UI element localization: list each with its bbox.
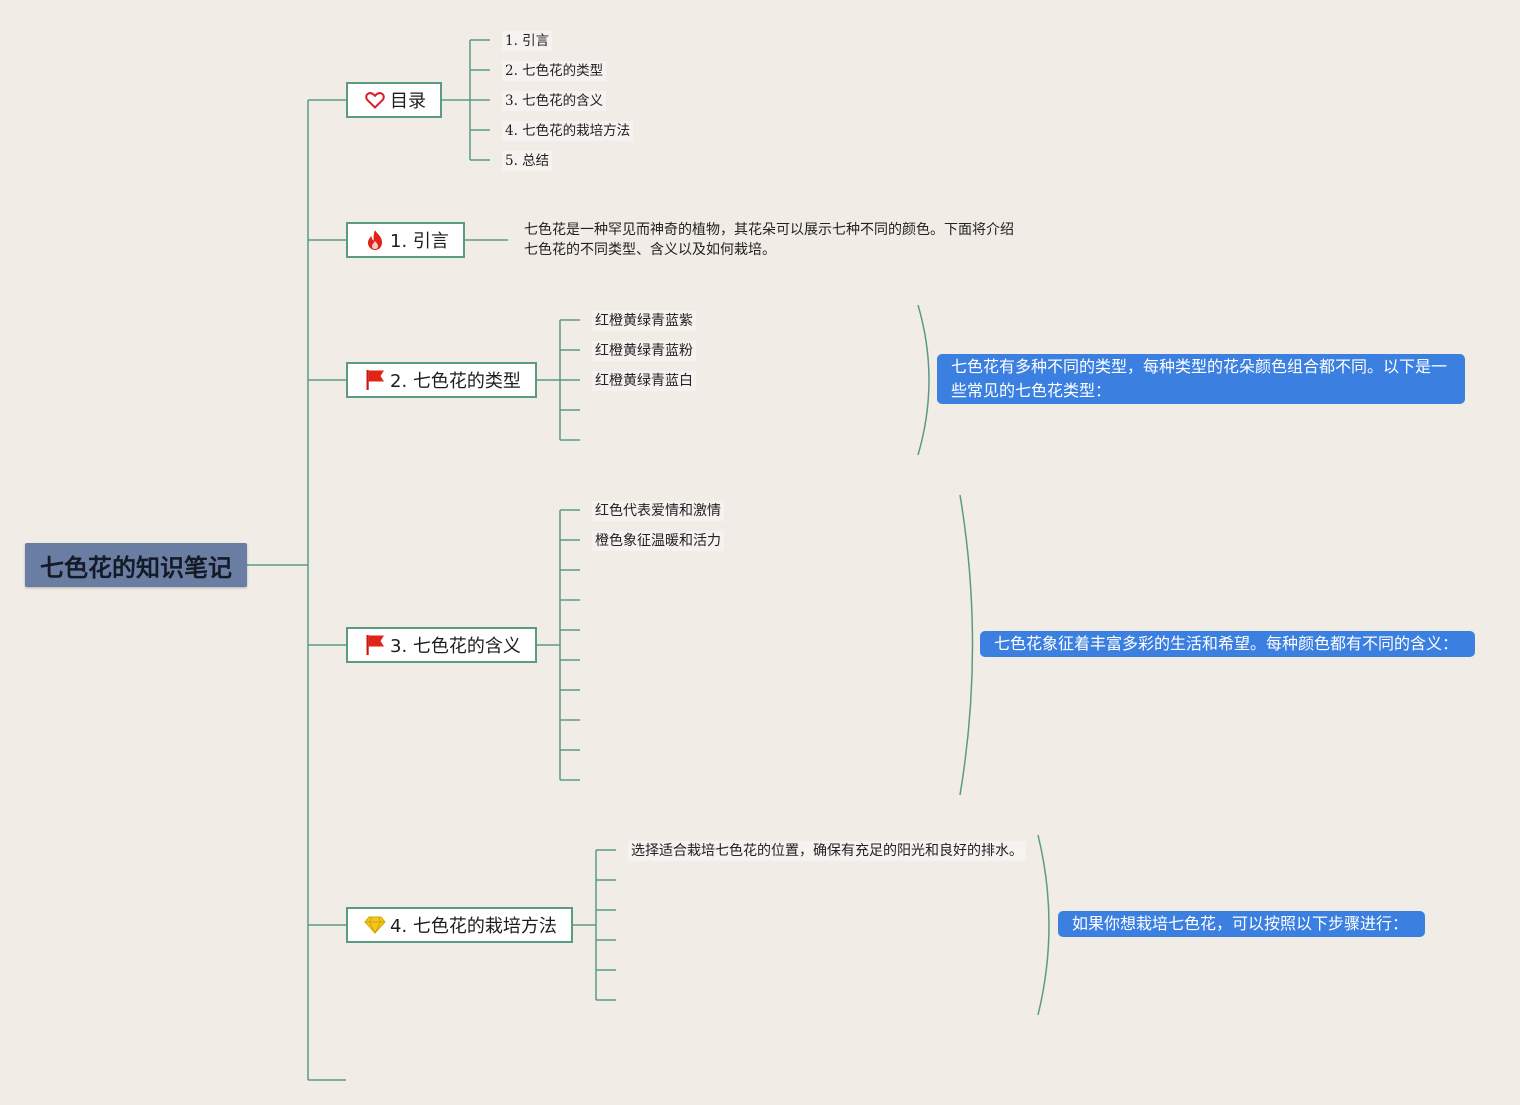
type-item[interactable]: 红橙黄绿青蓝紫 [592,311,696,331]
diamond-icon [364,914,386,936]
topic-types[interactable]: 2. 七色花的类型 [346,362,537,398]
topic-meaning[interactable]: 3. 七色花的含义 [346,627,537,663]
topic-cultivation[interactable]: 4. 七色花的栽培方法 [346,907,573,943]
topic-label: 目录 [390,91,426,112]
topic-label: 1. 引言 [390,231,449,252]
callout-line: 七色花象征着丰富多彩的生活和希望。每种颜色都有不同的含义： [994,634,1459,653]
type-item[interactable]: 红橙黄绿青蓝白 [592,371,696,391]
root-topic-label: 七色花的知识笔记 [40,553,232,582]
cultivation-item[interactable]: 选择适合栽培七色花的位置，确保有充足的阳光和良好的排水。 [628,841,1026,861]
callout-line: 七色花有多种不同的类型，每种类型的花朵颜色组合都不同。以下是一 [951,357,1448,376]
callout-line: 如果你想栽培七色花，可以按照以下步骤进行： [1072,914,1409,933]
intro-text-line: 七色花是一种罕见而神奇的植物，其花朵可以展示七种不同的颜色。下面将介绍 [524,222,1014,238]
cultivation-summary-callout[interactable]: 如果你想栽培七色花，可以按照以下步骤进行： [1058,911,1425,937]
topic-label: 4. 七色花的栽培方法 [390,916,557,937]
intro-text-line: 七色花的不同类型、含义以及如何栽培。 [524,242,776,258]
red-flag-icon [364,369,386,391]
meaning-item[interactable]: 红色代表爱情和激情 [592,501,724,521]
root-topic[interactable]: 七色花的知识笔记 [25,543,247,587]
toc-item[interactable]: 2. 七色花的类型 [502,61,607,81]
heart-outline-icon [364,89,386,111]
red-flag-icon [364,634,386,656]
topic-intro[interactable]: 1. 引言 [346,222,465,258]
fire-icon [364,229,386,251]
types-summary-callout[interactable]: 七色花有多种不同的类型，每种类型的花朵颜色组合都不同。以下是一 些常见的七色花类… [937,354,1465,404]
meaning-item[interactable]: 橙色象征温暖和活力 [592,531,724,551]
type-item[interactable]: 红橙黄绿青蓝粉 [592,341,696,361]
toc-item[interactable]: 1. 引言 [502,31,553,51]
topic-label: 3. 七色花的含义 [390,636,521,657]
intro-text[interactable]: 七色花是一种罕见而神奇的植物，其花朵可以展示七种不同的颜色。下面将介绍 七色花的… [524,220,1014,260]
topic-toc[interactable]: 目录 [346,82,442,118]
meaning-summary-callout[interactable]: 七色花象征着丰富多彩的生活和希望。每种颜色都有不同的含义： [980,631,1475,657]
toc-item[interactable]: 5. 总结 [502,151,553,171]
callout-line: 些常见的七色花类型： [951,381,1112,400]
toc-item[interactable]: 3. 七色花的含义 [502,91,607,111]
toc-item[interactable]: 4. 七色花的栽培方法 [502,121,634,141]
topic-label: 2. 七色花的类型 [390,371,521,392]
